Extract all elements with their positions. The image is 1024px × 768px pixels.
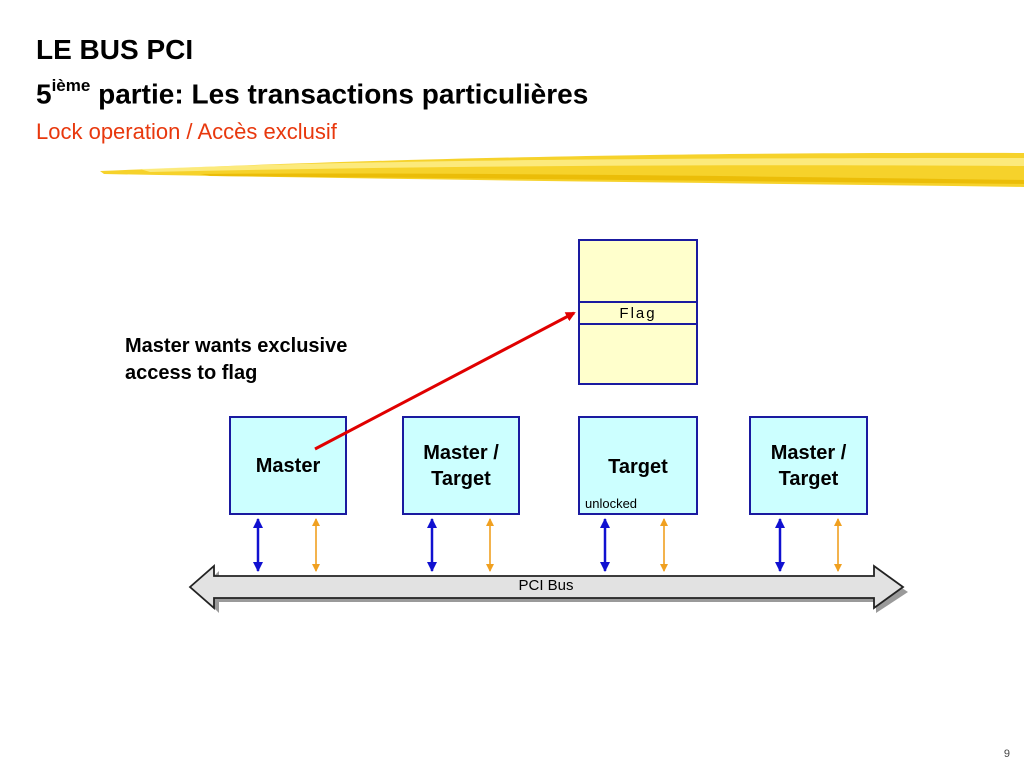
device-label-line2: Target [778,467,839,490]
target-lock-status: unlocked [585,496,638,511]
master-note-line1: Master wants exclusive [125,335,348,357]
device-label-line1: Master / [770,441,847,464]
device-label-line1: Master [255,454,321,477]
slide-heading: 5ième partie: Les transactions particuli… [36,76,589,110]
flag-cell: Flag [580,301,696,325]
slide-title: LE BUS PCI [36,34,194,65]
slide-subtitle: Lock operation / Accès exclusif [36,119,337,144]
memory-block: Flag [578,239,698,385]
device-master: Master [229,416,347,515]
pci-bus-label: PCI Bus [518,577,574,594]
heading-text: partie: Les transactions particulières [90,78,589,110]
heading-number: 5 [36,78,52,110]
pci-bus-arrow [188,564,908,613]
device-master-target-1: Master / Target [402,416,520,515]
device-target: Target [578,416,698,515]
page-number: 9 [1003,748,1010,760]
device-master-target-2: Master / Target [749,416,868,515]
master-note: Master wants exclusive access to flag [125,333,347,387]
master-note-line2: access to flag [125,362,258,384]
device-label-line1: Master / [423,441,499,464]
device-label-line1: Target [608,456,668,478]
heading-superscript: ième [51,76,91,95]
device-label-line2: Target [431,467,491,490]
access-arrow [314,311,576,451]
